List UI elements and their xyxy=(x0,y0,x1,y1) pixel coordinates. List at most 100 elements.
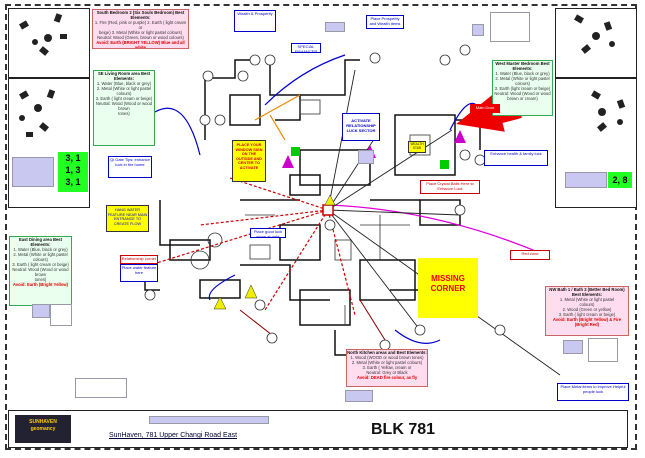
qi-gate-note: Qi Gate Tips: enhance luck in the home xyxy=(108,156,152,178)
health-luck-note: Enhance health & family luck xyxy=(484,150,548,166)
page-frame xyxy=(5,4,637,450)
dining-area-elements: East Dining area Best Elements: 1. Water… xyxy=(9,236,72,306)
title-block: SUNHAVEN geomancy SunHaven, 781 Upper Ch… xyxy=(8,410,628,448)
magenta-triangle-icon-1 xyxy=(282,155,294,168)
prosperity-items-note: Place Prosperity and Wealth items here xyxy=(366,15,404,29)
south-bedroom-elements: South Bedroom 2 (Six Souls Bedroom) Best… xyxy=(92,9,189,49)
yellow-triangle-icon-3 xyxy=(213,296,227,310)
placeholder-note-4 xyxy=(490,12,530,42)
nw-bedroom-line: 1. Metal (White or light pastel xyxy=(559,297,615,302)
yellow-note-small: WEALTH STAR xyxy=(408,141,426,153)
logo-text-line: geomancy xyxy=(30,426,56,432)
dining-area-line: 2. Metal (White or light pastel colours) xyxy=(13,252,68,262)
yellow-note-water: HANG WATER FEATURE NEAR MAIN ENTRANCE TO… xyxy=(106,205,149,232)
kitchen-line: 3. Earth ( Yellow, cream or xyxy=(362,365,412,370)
green-marker-1 xyxy=(291,147,300,156)
yellow-note-wealth: PLACE YOUR WINDOW SIGN ON THE OUTSIDE AN… xyxy=(232,140,266,182)
logo-text-line: SUNHAVEN xyxy=(29,419,57,425)
furniture-marks xyxy=(190,99,431,325)
yellow-triangle-icon-2 xyxy=(324,194,336,206)
compass-icon-top-left xyxy=(19,13,67,56)
placeholder-swatch-2 xyxy=(345,390,373,402)
south-bedroom-avoid: Avoid: Earth (BRIGHT YELLOW) Blue and al… xyxy=(96,40,185,49)
master-bedroom-line: 2. Metal (White or light pastel xyxy=(495,76,550,81)
red-dashed-lines xyxy=(149,177,356,316)
compass-panel-top-left xyxy=(8,8,90,78)
block-number: BLK 781 xyxy=(371,421,436,438)
nw-bedroom-avoid: Avoid: Earth (Bright Yellow) & Fire (Bri… xyxy=(552,317,622,327)
placeholder-swatch-5 xyxy=(325,22,345,32)
relationship-sector-note: ACTIVATE RELATIONSHIP LUCK SECTOR xyxy=(342,113,380,141)
living-room-line: 1. Water (Blue, black or grey) xyxy=(96,81,152,86)
placeholder-note-1 xyxy=(50,304,72,326)
kitchen-line: Neutral: Grey or Black xyxy=(366,370,408,375)
living-room-line: 3. Earth ( light cream or beige) xyxy=(95,96,153,101)
kitchen-elements: North Kitchen areas and Best Elements: 1… xyxy=(346,349,428,387)
master-bedroom-line: brown or cream) xyxy=(507,96,538,101)
south-bedroom-line: 1. Fire (Red, pink or purple) 2. Earth (… xyxy=(94,20,187,30)
nw-bedroom-elements: NW Bath 1 / Bath 2 (Better Bed Room) Bes… xyxy=(545,286,629,336)
compass-icon-left xyxy=(19,89,56,137)
south-bedroom-title: South Bedroom 2 (Six Souls Bedroom) Best… xyxy=(96,10,185,20)
placeholder-note-5 xyxy=(75,378,127,398)
kitchen-avoid: Avoid: DEAD fire colour, as fly xyxy=(356,375,418,380)
relationship-corner-tag: Relationship corner xyxy=(120,255,158,264)
dining-area-line: Neutral: Wood (Wood or wood brown xyxy=(12,267,69,277)
master-bedroom-elements: West Master Bedroom Best Elements: 1. Wa… xyxy=(492,60,553,116)
compass-icon-right xyxy=(591,90,626,132)
green-marker-2 xyxy=(440,160,449,169)
right-gua-numbers: 2, 8 xyxy=(608,172,632,188)
living-room-line: Neutral: Wood (Wood or wood brown xyxy=(95,101,153,111)
placeholder-swatch-3 xyxy=(563,340,583,354)
placeholder-note-3 xyxy=(588,338,618,362)
south-bedroom-line: Neutral: Wood (Green, brown or wood colo… xyxy=(97,35,184,40)
company-logo: SUNHAVEN geomancy xyxy=(15,415,71,443)
kitchen-line: 2. Metal (White or light pastel colours) xyxy=(351,360,423,365)
center-point-marker xyxy=(322,204,334,216)
crystal-balls-note: Place Crystal Balls Here to Enhance Luck xyxy=(420,180,480,194)
right-gua-blank xyxy=(565,172,607,188)
project-address: SunHaven, 781 Upper Changi Road East xyxy=(109,432,238,439)
magenta-triangle-icon-3 xyxy=(454,130,466,143)
dark-red-lines xyxy=(239,299,386,341)
nw-bedroom-line: 2. Wood (Green or yellow) xyxy=(562,307,612,312)
master-bedroom-title: West Master Bedroom Best Elements: xyxy=(495,61,550,71)
prosperity-top-note: Wealth & Prosperity xyxy=(234,10,276,32)
living-room-line: 2. Metal (White or light pastel colours) xyxy=(96,86,152,96)
south-bedroom-line: beige) 3. Metal (White or light pastel c… xyxy=(98,30,183,35)
dining-area-line: tones) xyxy=(34,277,47,282)
kitchen-title: North Kitchen areas and Best Elements: xyxy=(347,350,427,355)
blue-arc-dining xyxy=(208,274,236,301)
nw-bedroom-line: colours) xyxy=(579,302,595,307)
placeholder-swatch-4 xyxy=(472,24,484,36)
placeholder-swatch-6 xyxy=(358,150,374,164)
master-bedroom-line: 3. Earth (light cream or beige) xyxy=(494,86,551,91)
living-room-line: tones) xyxy=(118,111,130,116)
stove-note: Place good luck stove at right xyxy=(250,228,286,238)
compass-icon-top-right xyxy=(574,14,615,54)
living-room-title: SE Living Room area Best Elements: xyxy=(97,71,151,81)
dining-area-avoid: Avoid: Earth (Bright Yellow) xyxy=(12,282,69,287)
yellow-triangle-icon-1 xyxy=(244,284,258,299)
magenta-sector-line xyxy=(329,204,546,256)
blue-arc-north xyxy=(264,54,346,106)
main-door-arrow-label: Main Door xyxy=(470,104,500,113)
dining-area-line: 1. Water (Blue, black or grey) xyxy=(13,247,68,252)
blue-arc-living xyxy=(154,107,201,156)
dining-area-line: 3. Earth ( light cream or beige) xyxy=(12,262,69,267)
left-gua-blank xyxy=(12,157,54,187)
helpful-people-note: Place Metal items to improve Helpful peo… xyxy=(557,383,629,401)
placeholder-swatch-1 xyxy=(32,304,50,318)
missing-corner-label: MISSING CORNER xyxy=(418,258,478,318)
orange-lines xyxy=(254,94,301,141)
master-bedroom-line: 1. Water (Blue, black or grey) xyxy=(495,71,550,76)
master-bedroom-line: colours) xyxy=(515,81,530,86)
title-address-blank xyxy=(149,416,269,424)
special-enhancer-note: SPECIAL ENHANCER xyxy=(291,43,321,53)
water-feature-note: Place water feature here xyxy=(120,264,158,282)
kitchen-line: 1. Wood (WOOD or wood brown tones) xyxy=(350,355,424,360)
living-room-elements: SE Living Room area Best Elements: 1. Wa… xyxy=(93,70,155,146)
master-bedroom-line: Neutral: Wood (Wood or wood xyxy=(494,91,551,96)
